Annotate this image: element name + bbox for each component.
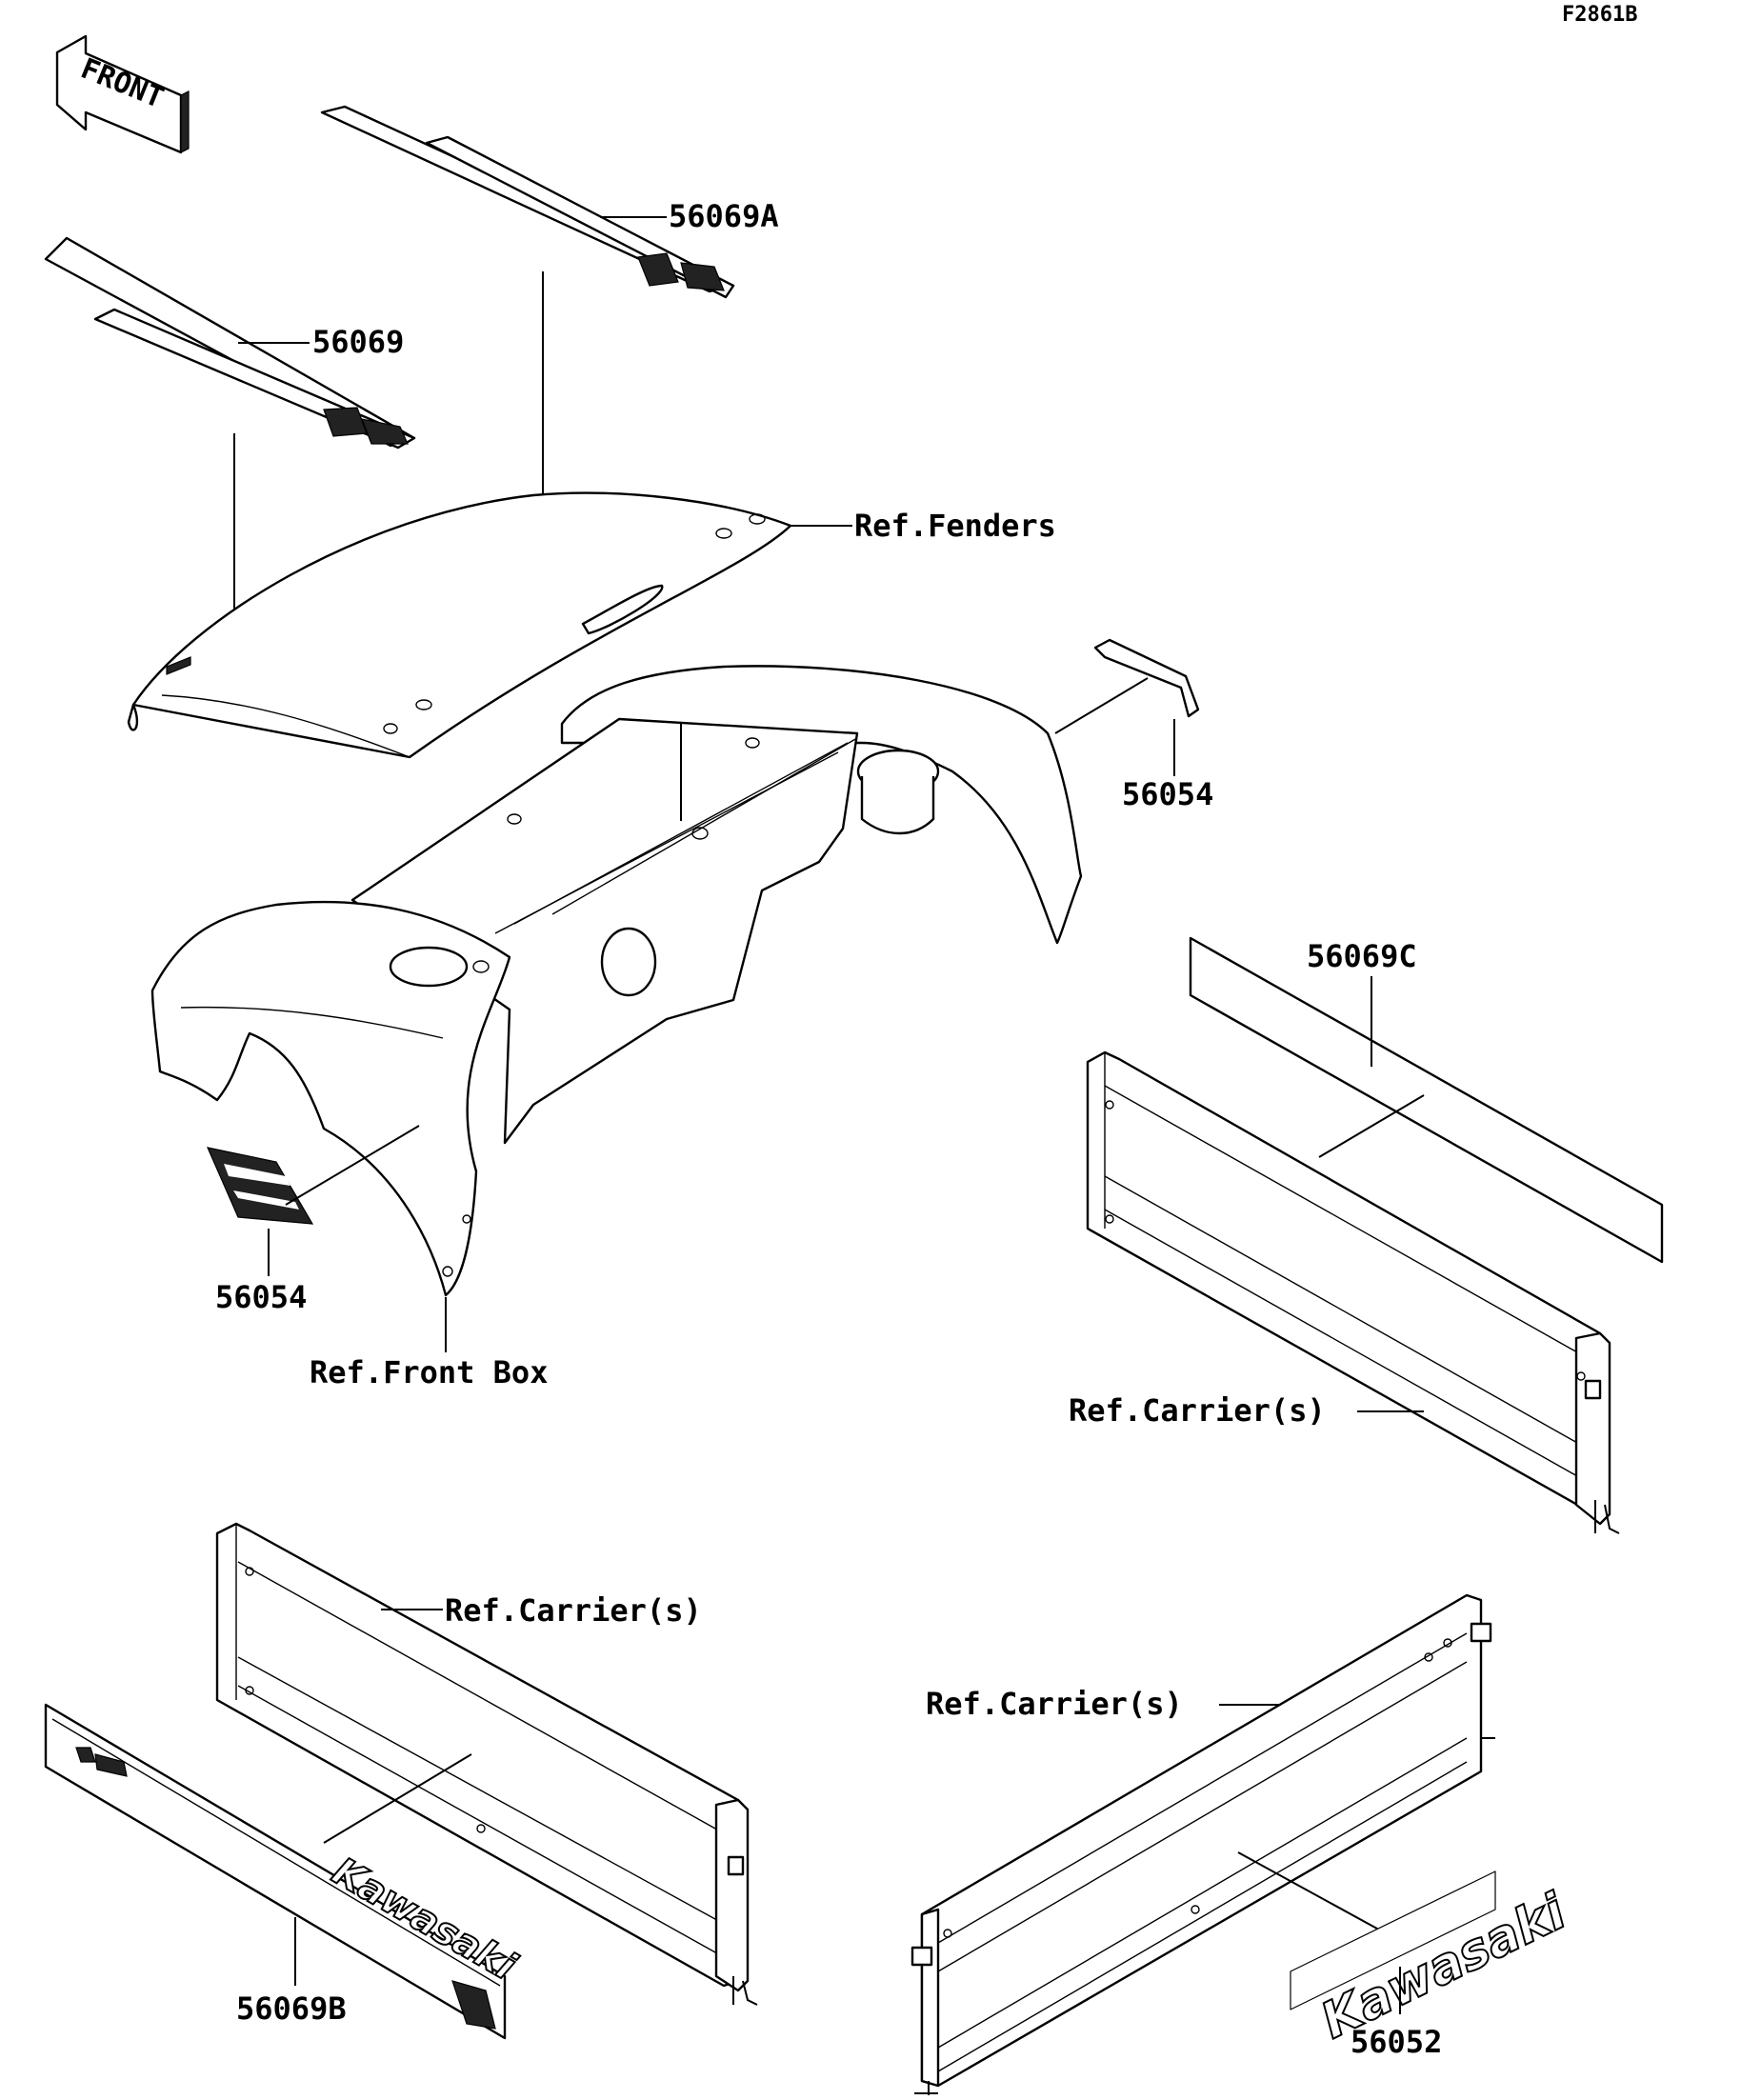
decal-strip-56069 (44, 236, 416, 450)
carrier-gate-bottom-right (911, 1593, 1495, 2095)
front-box (150, 665, 1083, 1297)
leader-line (1054, 677, 1149, 734)
decal-56069C (1189, 936, 1664, 1264)
label-ref-front-box: Ref.Front Box (310, 1354, 548, 1390)
carrier-gate-right (1086, 1050, 1620, 1534)
decal-56054-right (1093, 638, 1200, 718)
label-56069C: 56069C (1307, 938, 1417, 974)
label-56069: 56069 (312, 324, 404, 360)
label-56069B: 56069B (236, 1990, 347, 2027)
label-56052: 56052 (1351, 2024, 1442, 2060)
label-56054-left: 56054 (215, 1279, 307, 1315)
leader-line (285, 1125, 420, 1206)
fender-panel (127, 491, 792, 759)
label-ref-fenders: Ref.Fenders (854, 508, 1056, 544)
label-56069A: 56069A (669, 198, 779, 234)
label-ref-carrier-3: Ref.Carrier(s) (926, 1686, 1183, 1722)
leader-line (1318, 1094, 1425, 1158)
leader-line (1237, 1851, 1387, 1934)
label-56054-right: 56054 (1122, 776, 1213, 812)
figure-code: F2861B (1562, 3, 1637, 27)
decal-56054-left (206, 1147, 314, 1225)
label-ref-carrier-2: Ref.Carrier(s) (445, 1592, 702, 1629)
carrier-gate-left (215, 1522, 758, 2006)
leader-line (323, 1753, 472, 1844)
label-ref-carrier-1: Ref.Carrier(s) (1069, 1392, 1326, 1429)
decal-strip-56069A (320, 105, 735, 299)
front-arrow-icon: FRONT (55, 34, 190, 154)
